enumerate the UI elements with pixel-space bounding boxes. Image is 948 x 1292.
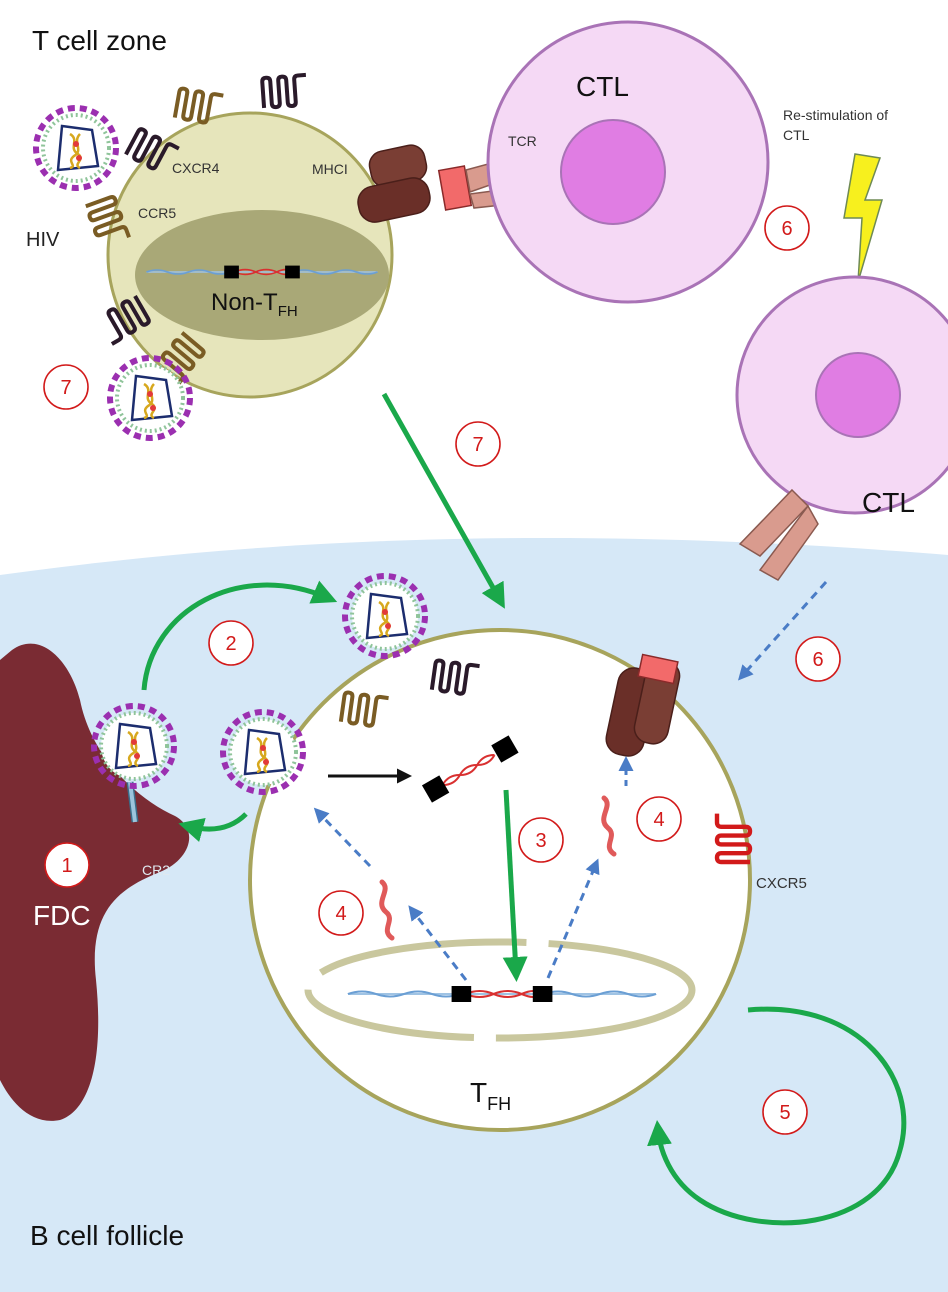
tfh-nucleus (304, 938, 696, 1042)
cr2-label: CR2 (142, 862, 170, 878)
svg-text:5: 5 (779, 1102, 790, 1124)
ccr5-label: CCR5 (138, 205, 176, 221)
step-marker-7a: 7 (43, 364, 89, 410)
arrow-step7 (381, 392, 505, 609)
ctl-top-label: CTL (576, 71, 629, 102)
cxcr5-label: CXCR5 (756, 875, 807, 892)
step-marker-1: 1 (44, 842, 90, 888)
step-marker-2: 2 (208, 620, 254, 666)
fdc-label: FDC (33, 900, 91, 931)
arrow-blue-transcript-right (546, 858, 600, 979)
mhci-molecule-icon (357, 144, 431, 223)
svg-text:1: 1 (61, 855, 72, 877)
hiv-label: HIV (26, 229, 60, 251)
tcr-molecule-icon (738, 488, 819, 581)
unintegrated-dna-icon (421, 735, 519, 803)
viral-rna-icon (379, 879, 395, 941)
step-marker-5: 5 (762, 1089, 808, 1135)
mhci-label: MHCI (312, 161, 348, 177)
non-tfh-label: Non-TFH (211, 289, 298, 320)
tfh-cell (248, 628, 752, 1132)
svg-text:7: 7 (60, 377, 71, 399)
svg-text:2: 2 (225, 633, 236, 655)
arrow-blue-budding (313, 807, 372, 868)
svg-text:4: 4 (653, 809, 664, 831)
svg-text:6: 6 (812, 649, 823, 671)
tcr-label: TCR (508, 133, 537, 149)
arrow-blue-ctl-recognition (738, 581, 828, 681)
ctl-cell-top (486, 20, 770, 304)
tfh-label: TFH (470, 1077, 511, 1114)
cxcr4-label: CXCR4 (172, 160, 220, 176)
t-cell-zone-label: T cell zone (32, 25, 167, 56)
arrow-step2 (141, 580, 338, 691)
step-marker-4b: 4 (636, 796, 682, 842)
mhci-molecule-icon (605, 653, 681, 757)
non-tfh-nucleus (135, 210, 389, 340)
fdc-cell (0, 643, 190, 1121)
restimulation-label-line1: Re-stimulation of (783, 107, 888, 123)
svg-text:7: 7 (472, 434, 483, 456)
step-marker-3: 3 (518, 817, 564, 863)
step-marker-7b: 7 (455, 421, 501, 467)
step-marker-6a: 6 (764, 205, 810, 251)
restimulation-label-line2: CTL (783, 127, 810, 143)
lightning-bolt-icon (843, 153, 884, 283)
b-cell-follicle-label: B cell follicle (30, 1220, 184, 1251)
step-marker-6b: 6 (795, 636, 841, 682)
ctl-cell-right (735, 275, 948, 515)
svg-text:4: 4 (335, 903, 346, 925)
svg-text:3: 3 (535, 830, 546, 852)
arrow-blue-transcript-left (408, 905, 468, 981)
arrow-step3 (502, 789, 528, 982)
svg-text:6: 6 (781, 218, 792, 240)
arrow-return-to-fdc (178, 812, 248, 843)
step-marker-4a: 4 (318, 890, 364, 936)
non-tfh-cell: Non-TFH (106, 111, 394, 399)
viral-rna-icon (601, 795, 617, 857)
ctl-right-label: CTL (862, 487, 915, 518)
arrow-step5 (647, 1006, 907, 1226)
